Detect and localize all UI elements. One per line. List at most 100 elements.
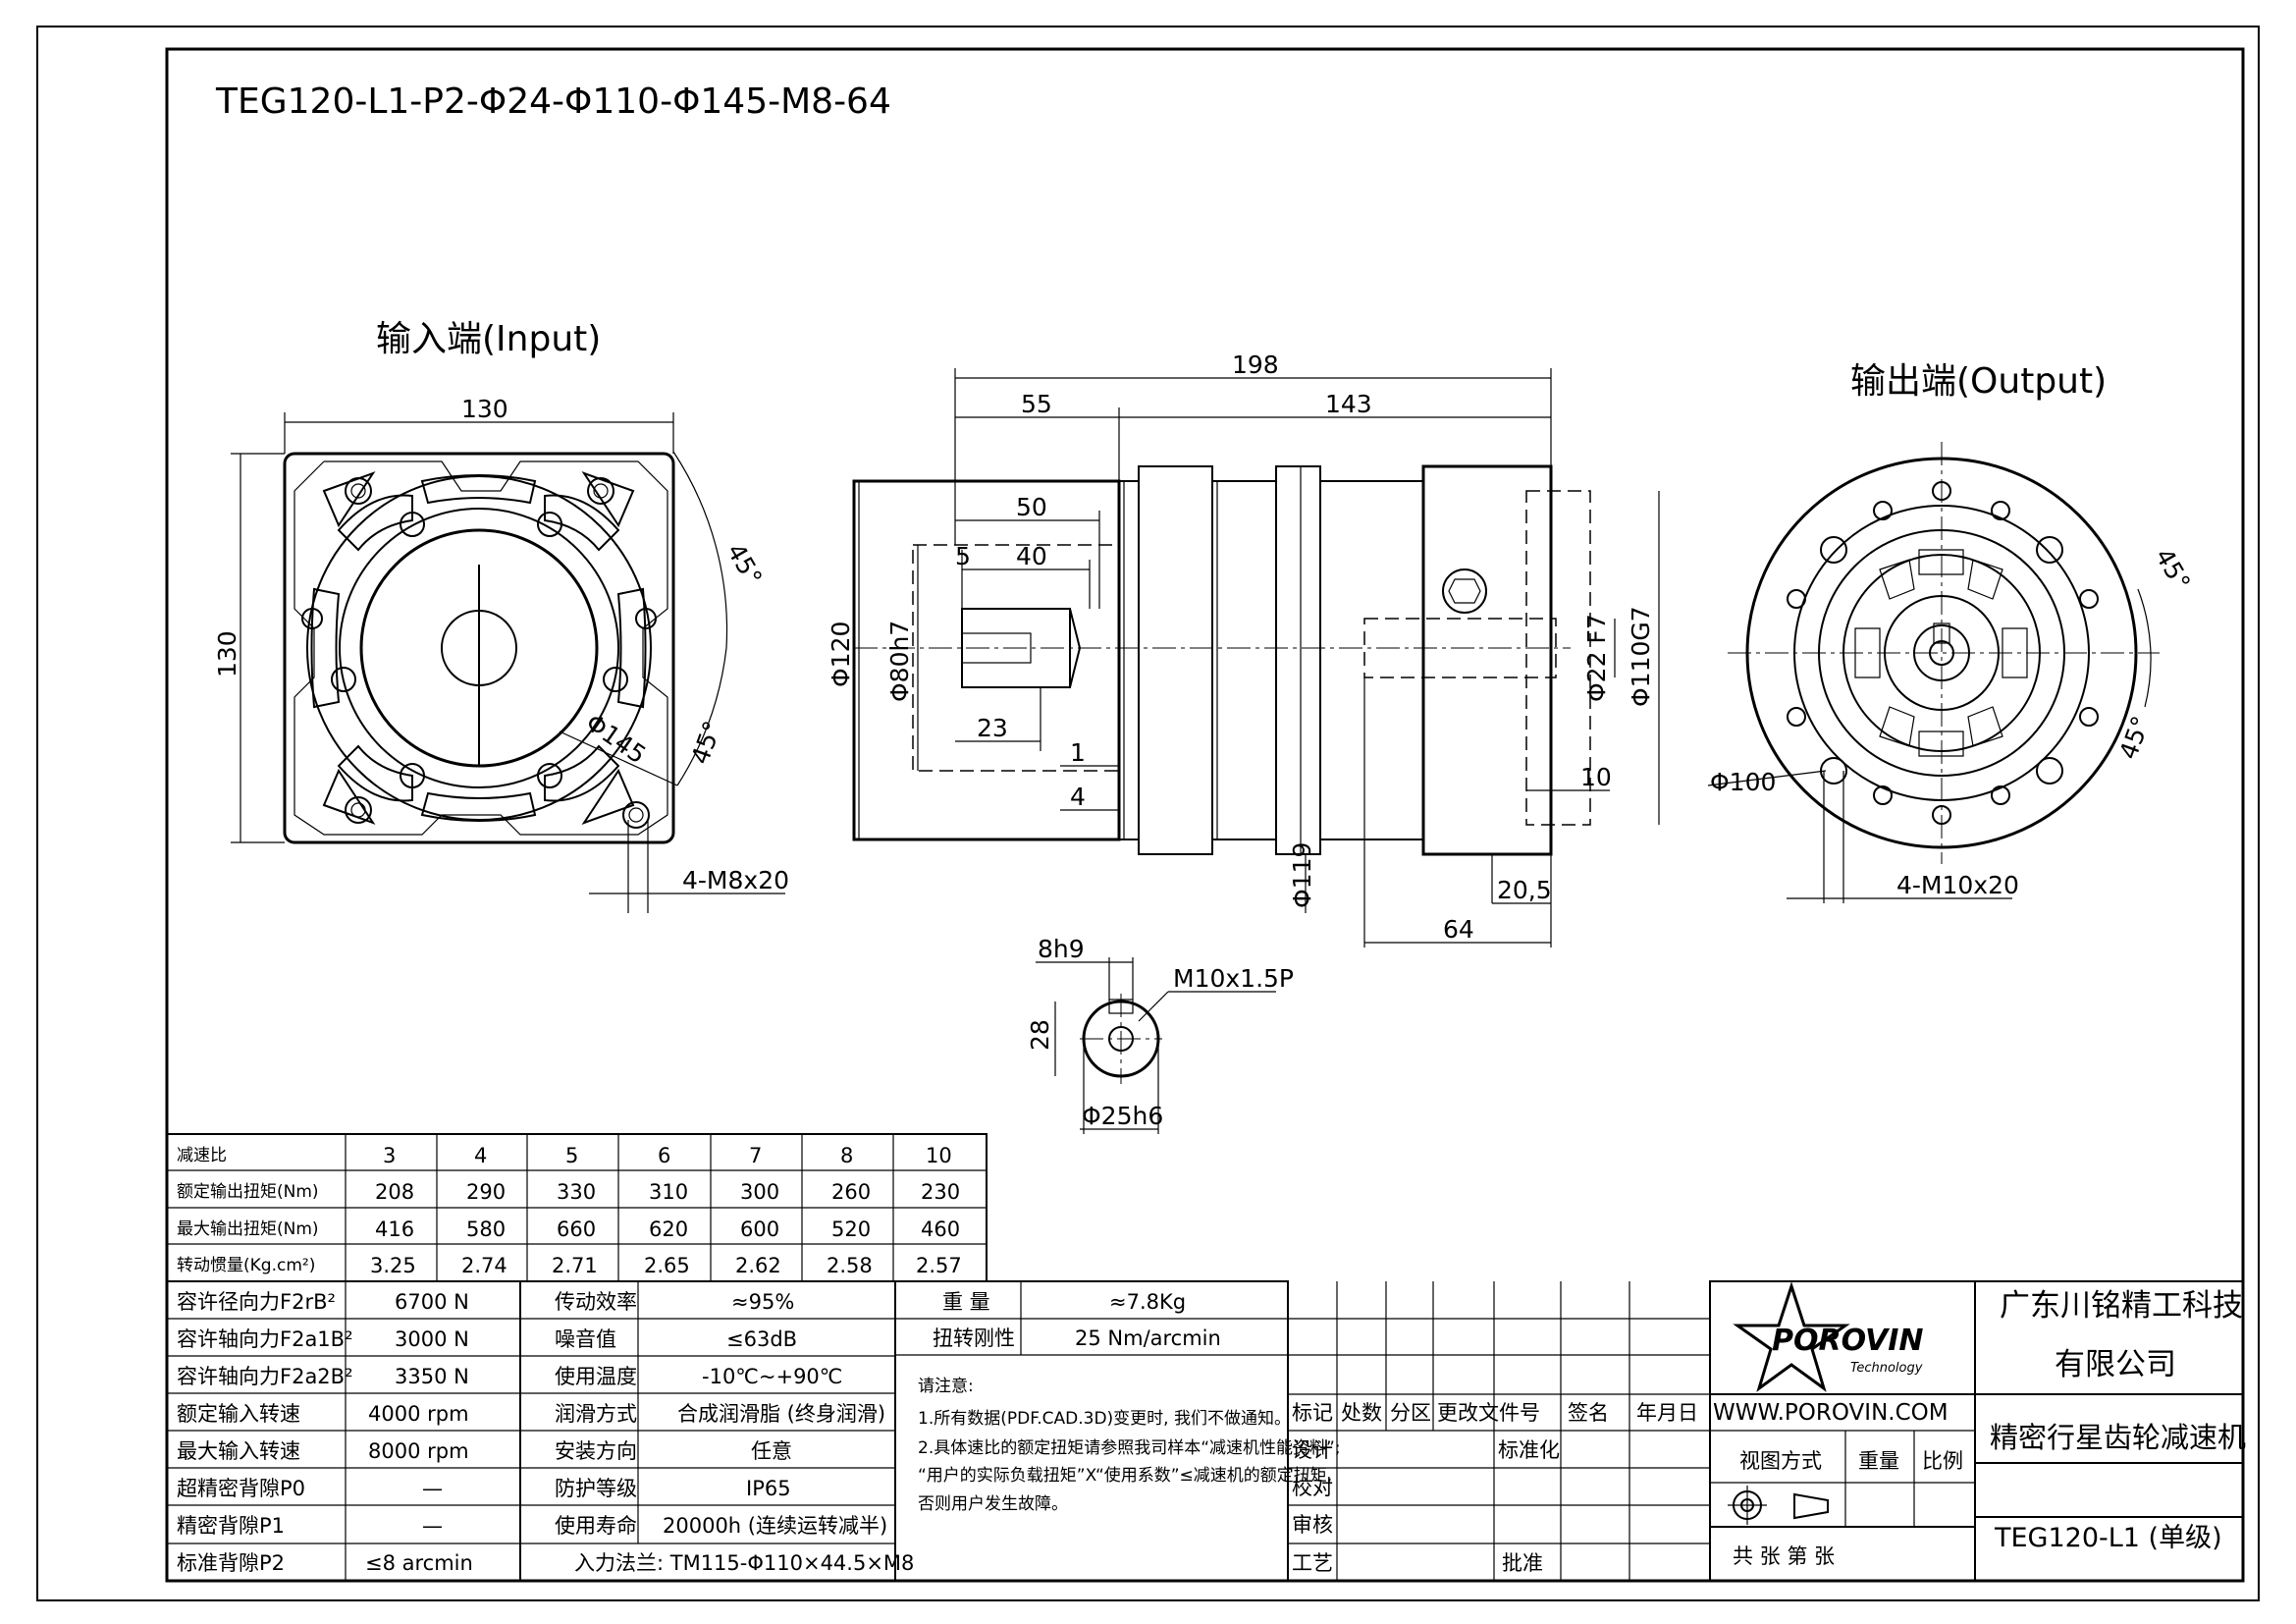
model-number: TEG120-L1 (单级) <box>1994 1523 2222 1553</box>
spec-value: 任意 <box>751 1439 792 1463</box>
spec-value: 3350 N <box>395 1365 469 1388</box>
ratio-row-label: 转动惯量(Kg.cm²) <box>177 1256 315 1275</box>
ratio-row-label: 额定输出扭矩(Nm) <box>177 1182 319 1202</box>
ratio-cell: 2.71 <box>552 1254 598 1277</box>
ratio-header-cell: 4 <box>474 1144 487 1167</box>
dim-198: 198 <box>1232 351 1279 379</box>
spec-value: IP65 <box>746 1477 791 1500</box>
dim-23: 23 <box>977 714 1008 742</box>
logo-subtext: Technology <box>1850 1361 1923 1376</box>
product-name: 精密行星齿轮减速机 <box>1990 1421 2246 1454</box>
dim-m10-1-5p: M10x1.5P <box>1173 964 1294 993</box>
weight-label: 重量 <box>1858 1449 1899 1473</box>
spec-label: 最大输入转速 <box>177 1439 300 1463</box>
spec-left: 容许径向力F2rB² 6700 N 容许轴向力F2a1B² 3000 N 容许轴… <box>177 1290 473 1575</box>
spec-value: 6700 N <box>395 1290 469 1314</box>
dim-130-height: 130 <box>213 630 241 677</box>
spec-label: 容许径向力F2rB² <box>177 1290 336 1314</box>
spec-value: 20000h (连续运转减半) <box>663 1514 887 1538</box>
spec-label: 防护等级 <box>555 1477 637 1500</box>
ratio-cell: 310 <box>649 1180 688 1204</box>
spec-value: ≈7.8Kg <box>1109 1290 1186 1314</box>
ratio-cell: 3.25 <box>370 1254 416 1277</box>
spec-label: 标准背隙P2 <box>177 1551 285 1575</box>
input-view: 输入端(Input) 130 <box>213 319 789 913</box>
spec-value: — <box>422 1477 443 1500</box>
tb-row: 设计 <box>1292 1438 1333 1462</box>
dim-143: 143 <box>1325 390 1372 418</box>
spec-value: ≤8 arcmin <box>365 1551 473 1575</box>
dim-phi-120: Φ120 <box>827 622 855 687</box>
projection-symbol-icon <box>1728 1486 1829 1525</box>
notes-line: 2.具体速比的额定扭矩请参照我司样本“减速机性能资料”; <box>918 1438 1341 1458</box>
star-logo-icon <box>1733 1281 1850 1392</box>
spec-value: -10℃~+90℃ <box>702 1365 842 1388</box>
dim-phi-145: Φ145 <box>581 708 652 769</box>
ratio-cell: 208 <box>375 1180 414 1204</box>
side-view: 198 55 143 50 5 40 23 1 4 Φ120 Φ80h7 Φ22… <box>827 351 1660 947</box>
ratio-header-cell: 5 <box>565 1144 578 1167</box>
sheet-count: 共 张 第 张 <box>1733 1544 1835 1568</box>
dim-m8: 4-M8x20 <box>682 866 789 894</box>
tb-header: 标记 <box>1292 1401 1333 1425</box>
ratio-cell: 290 <box>466 1180 506 1204</box>
spec-label: 使用寿命 <box>555 1514 637 1538</box>
spec-label: 额定输入转速 <box>177 1402 300 1426</box>
spec-label: 使用温度 <box>555 1365 637 1388</box>
dim-phi-100: Φ100 <box>1710 768 1776 796</box>
dim-phi-22: Φ22 F7 <box>1582 614 1611 702</box>
ratio-cell: 2.65 <box>644 1254 690 1277</box>
notes-line: “用户的实际负载扭矩”X“使用系数”≤减速机的额定扭矩, <box>918 1465 1332 1486</box>
dim-40: 40 <box>1016 542 1047 570</box>
dim-130-width: 130 <box>461 395 508 423</box>
dim-55: 55 <box>1021 390 1052 418</box>
spec-label: 噪音值 <box>555 1327 616 1351</box>
tb-row: 工艺 <box>1292 1551 1333 1575</box>
dim-10: 10 <box>1580 763 1612 791</box>
dim-64: 64 <box>1443 915 1474 944</box>
company-name-line2: 有限公司 <box>2055 1347 2176 1382</box>
tb-header: 处数 <box>1341 1401 1382 1425</box>
dim-8h9: 8h9 <box>1038 935 1085 963</box>
tb-header: 签名 <box>1568 1401 1609 1425</box>
company-website: WWW.POROVIN.COM <box>1713 1400 1949 1426</box>
tb-approval: 批准 <box>1502 1551 1543 1575</box>
ratio-cell: 2.62 <box>735 1254 781 1277</box>
tb-row: 校对 <box>1292 1476 1333 1499</box>
ratio-cell: 2.58 <box>827 1254 873 1277</box>
ratio-cell: 300 <box>740 1180 779 1204</box>
dim-phi-25h6: Φ25h6 <box>1082 1102 1163 1130</box>
ratio-cell: 660 <box>557 1218 596 1241</box>
spec-label: 扭转刚性 <box>933 1326 1015 1350</box>
ratio-cell: 2.57 <box>916 1254 962 1277</box>
ratio-cell: 260 <box>831 1180 871 1204</box>
ratio-row-label: 最大输出扭矩(Nm) <box>177 1219 319 1239</box>
company-name-line1: 广东川铭精工科技 <box>2000 1288 2243 1324</box>
dim-4: 4 <box>1070 783 1086 811</box>
tb-header: 分区 <box>1390 1401 1431 1425</box>
spec-value: 8000 rpm <box>368 1439 469 1463</box>
spec-value: 合成润滑脂 (终身润滑) <box>677 1402 885 1426</box>
dim-phi-80: Φ80h7 <box>885 621 914 702</box>
spec-label: 传动效率 <box>555 1290 637 1314</box>
input-label: 输入端(Input) <box>376 319 601 359</box>
spec-right: 重 量 ≈7.8Kg 扭转刚性 25 Nm/arcmin 请注意: 1.所有数据… <box>918 1290 1341 1514</box>
dim-28: 28 <box>1026 1019 1054 1051</box>
spec-label: 重 量 <box>942 1290 990 1314</box>
spec-label: 润滑方式 <box>555 1402 637 1426</box>
ratio-header-label: 减速比 <box>177 1146 227 1165</box>
notes-line: 1.所有数据(PDF.CAD.3D)变更时, 我们不做通知。 <box>918 1409 1291 1429</box>
dim-20-5: 20,5 <box>1497 876 1552 904</box>
spec-value: ≈95% <box>731 1290 794 1314</box>
ratio-cell: 600 <box>740 1218 779 1241</box>
view-method-label: 视图方式 <box>1739 1449 1822 1473</box>
spec-value: 4000 rpm <box>368 1402 469 1426</box>
ratio-header-cell: 7 <box>749 1144 762 1167</box>
dim-45-lower: 45° <box>685 717 726 768</box>
tb-header: 年月日 <box>1636 1401 1698 1425</box>
ratio-cell: 580 <box>466 1218 506 1241</box>
spec-value: 3000 N <box>395 1327 469 1351</box>
ratio-cell: 416 <box>375 1218 414 1241</box>
ratio-header-cell: 6 <box>658 1144 670 1167</box>
